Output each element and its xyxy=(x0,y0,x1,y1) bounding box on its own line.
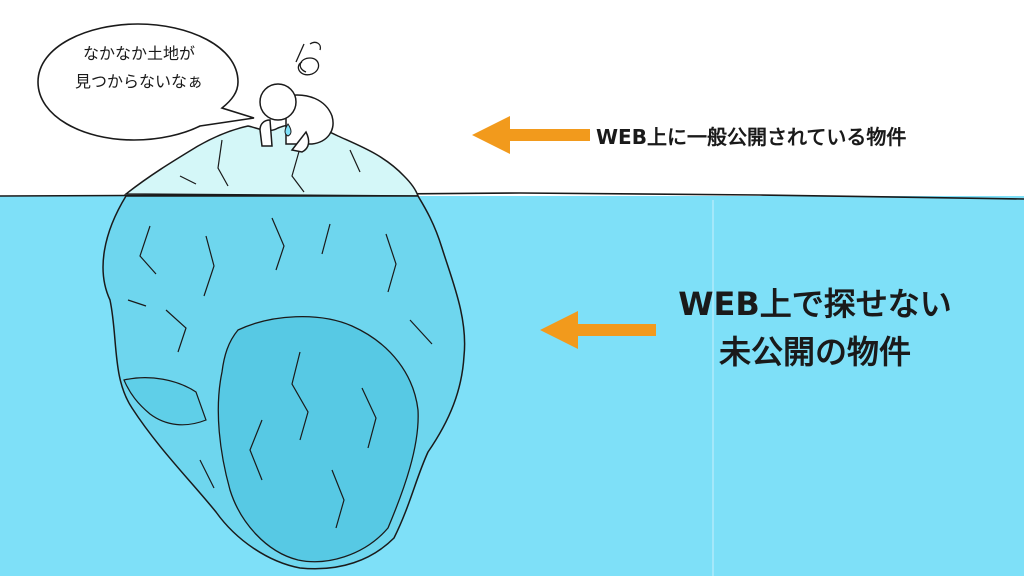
iceberg-shadow xyxy=(123,377,207,426)
tip-crack xyxy=(217,139,229,187)
sweat-drop-icon xyxy=(284,123,292,137)
speech-line-2: 見つからないなぁ xyxy=(74,72,203,91)
tip-crack xyxy=(179,175,197,185)
iceberg-tip xyxy=(123,123,420,197)
dizzy-swirl-icon xyxy=(295,41,322,76)
tip-crack xyxy=(291,147,305,193)
tip-crack xyxy=(349,149,361,173)
arrow-left-icon xyxy=(472,116,590,154)
surface-listings-label: WEB上に一般公開されている物件 xyxy=(596,125,907,149)
speech-line-1: なかなか土地が xyxy=(82,44,195,63)
hidden-listings-line-2: 未公開の物件 xyxy=(718,333,911,371)
speech-bubble xyxy=(37,23,255,141)
hidden-listings-line-1: WEB上で探せない xyxy=(678,285,952,323)
sitting-person-icon xyxy=(259,83,334,153)
arrow-left-icon xyxy=(540,311,656,349)
ice-cracks xyxy=(127,217,433,529)
iceberg-shadow xyxy=(217,315,419,563)
hidden-listings-label: WEB上で探せない 未公開の物件 xyxy=(650,280,980,376)
speech-bubble-text: なかなか土地が 見つからないなぁ xyxy=(44,40,234,96)
